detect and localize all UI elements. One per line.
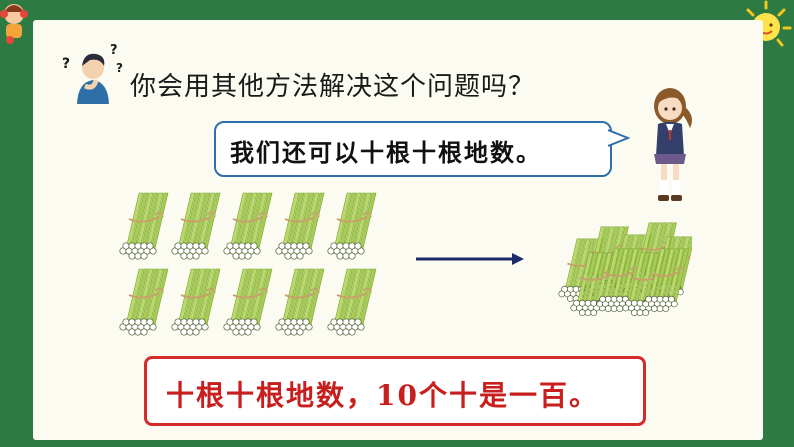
stick-bundle [119,268,169,336]
svg-text:?: ? [116,61,123,75]
stick-bundle [223,192,273,260]
answer-text: 十根十根地数，10个十是一百。 [166,379,599,412]
stick-bundles-grid [119,192,377,336]
stick-bundle [171,192,221,260]
boy-thinking-icon: ? ? ? [62,43,123,104]
speech-bubble-tail [608,129,630,147]
girl-student-icon [654,88,692,201]
stick-bundle [327,268,377,336]
stick-bundle [596,248,643,313]
question-text: 你会用其他方法解决这个问题吗？ [130,72,536,102]
stick-bundle [171,268,221,336]
arrow-right-icon [416,253,524,265]
stick-bundle [275,268,325,336]
stick-bundle [327,192,377,260]
cartoon-kid-icon [0,4,28,44]
speech-bubble [214,121,612,177]
stick-bundle [642,248,689,313]
svg-text:?: ? [110,43,118,58]
stick-bundle [275,192,325,260]
stick-bundle [119,192,169,260]
answer-box [144,356,646,426]
combined-bundle-pile [558,222,692,317]
stick-bundle [223,268,273,336]
question-mark-icon: ? [62,56,70,72]
speech-bubble-text: 我们还可以十根十根地数。 [230,138,542,167]
